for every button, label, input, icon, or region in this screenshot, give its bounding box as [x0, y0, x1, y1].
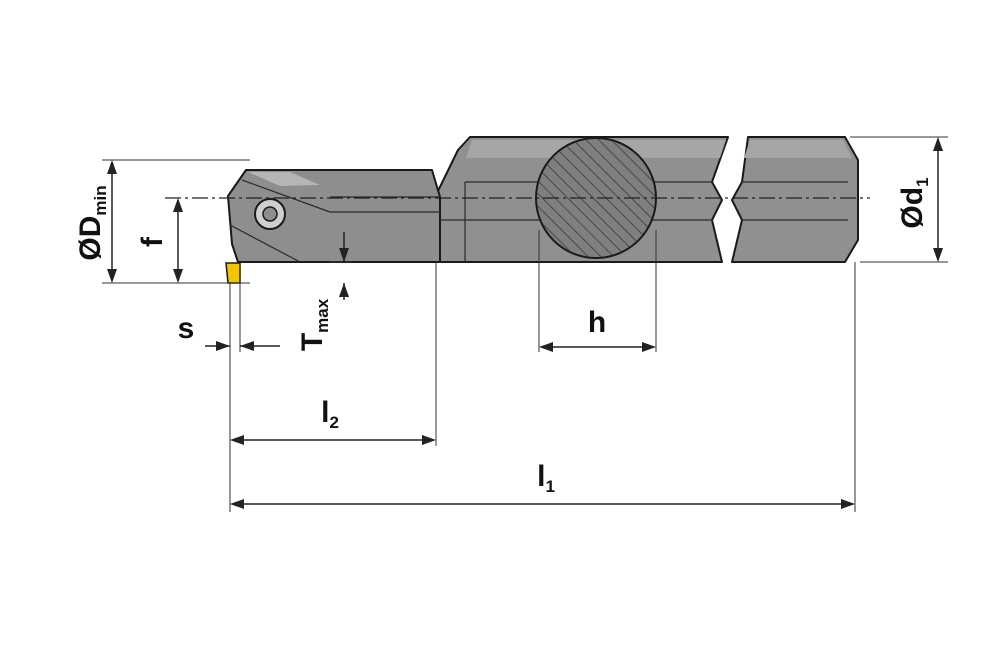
shank-top-facet-right	[744, 140, 852, 158]
label-f: f	[136, 236, 169, 247]
label-d1: Ød1	[896, 177, 932, 228]
shank-section-right	[731, 136, 859, 263]
label-h: h	[588, 306, 606, 339]
label-l1: l1	[537, 460, 555, 496]
svg-text:Ød1: Ød1	[896, 177, 932, 228]
label-t-max: Tmax	[296, 298, 332, 351]
cutting-insert	[225, 262, 241, 284]
label-d-min: ØDmin	[74, 185, 110, 260]
dimension-lines	[107, 137, 943, 509]
clamp-screw-center	[262, 206, 278, 222]
svg-text:ØDmin: ØDmin	[74, 185, 110, 260]
extension-lines	[102, 136, 948, 512]
head-edge-1	[241, 179, 331, 213]
label-s: s	[178, 312, 195, 345]
svg-text:Tmax: Tmax	[296, 298, 332, 351]
head-edge-2	[229, 224, 301, 263]
tool-body	[225, 136, 859, 284]
shank-cross-section-hatch	[537, 139, 655, 257]
svg-text:f: f	[136, 236, 169, 247]
label-l2: l2	[321, 396, 339, 432]
head-highlight	[248, 172, 320, 186]
